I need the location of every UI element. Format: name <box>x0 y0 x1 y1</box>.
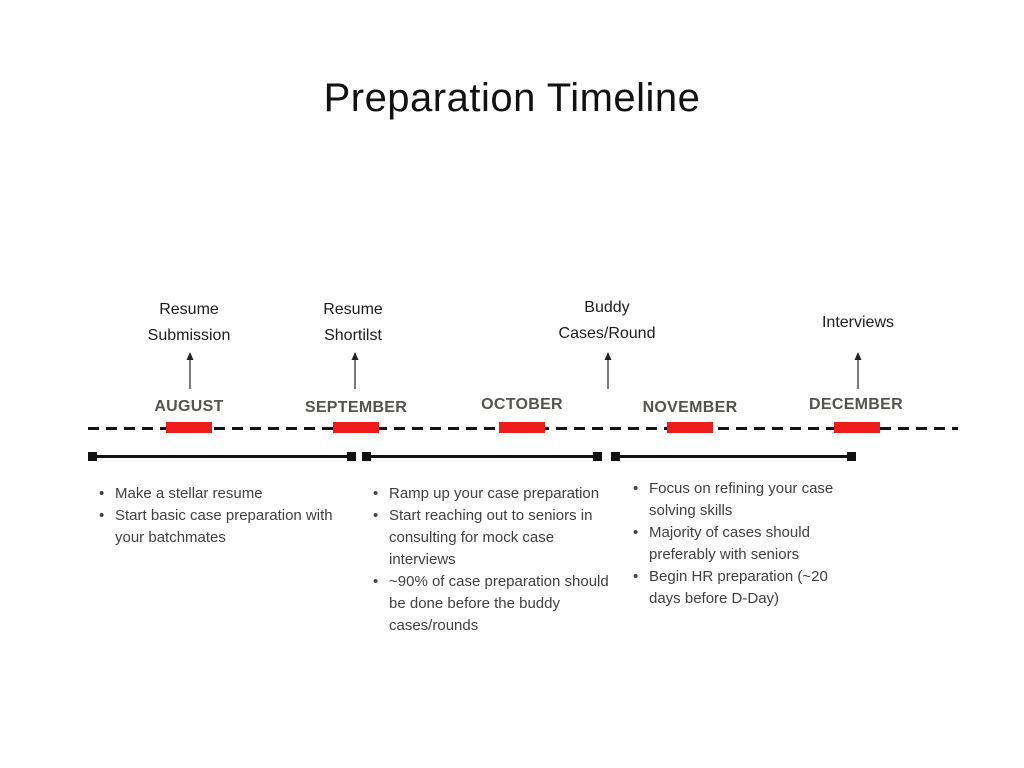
timeline-marker <box>166 422 212 433</box>
bracket-line <box>92 455 352 458</box>
phase-list-1: Make a stellar resume Start basic case p… <box>97 483 355 549</box>
phase-bracket-3 <box>611 452 856 461</box>
timeline-marker <box>667 422 713 433</box>
list-item: Focus on refining your case solving skil… <box>631 478 863 522</box>
month-label-september: SEPTEMBER <box>304 399 408 416</box>
event-label-line: Buddy <box>584 299 630 316</box>
up-arrow-icon <box>186 352 194 389</box>
timeline-marker <box>499 422 545 433</box>
bracket-endpoint-icon <box>611 452 620 461</box>
phase-bracket-1 <box>88 452 356 461</box>
list-item: Start reaching out to seniors in consult… <box>371 505 613 571</box>
list-item: Majority of cases should preferably with… <box>631 522 863 566</box>
bracket-line <box>615 455 852 458</box>
list-item: ~90% of case preparation should be done … <box>371 571 613 637</box>
timeline-marker <box>834 422 880 433</box>
event-label-interviews: Interviews <box>822 310 894 336</box>
phase-bracket-2 <box>362 452 602 461</box>
event-label-line: Resume <box>159 301 219 318</box>
event-label-buddy-cases: Buddy Cases/Round <box>559 295 656 347</box>
month-label-august: AUGUST <box>154 398 224 415</box>
bracket-endpoint-icon <box>347 452 356 461</box>
list-item: Ramp up your case preparation <box>371 483 613 505</box>
event-label-resume-shortilst: Resume Shortilst <box>323 297 383 349</box>
up-arrow-icon <box>604 352 612 389</box>
bracket-line <box>366 455 598 458</box>
list-item: Begin HR preparation (~20 days before D-… <box>631 566 863 610</box>
list-item: Make a stellar resume <box>97 483 355 505</box>
bracket-endpoint-icon <box>88 452 97 461</box>
up-arrow-icon <box>854 352 862 389</box>
list-item: Start basic case preparation with your b… <box>97 505 355 549</box>
up-arrow-icon <box>351 352 359 389</box>
month-label-november: NOVEMBER <box>642 399 738 416</box>
event-label-line: Cases/Round <box>558 325 656 342</box>
event-label-line: Resume <box>323 301 383 318</box>
event-label-line: Submission <box>147 327 231 344</box>
page-title: Preparation Timeline <box>323 76 701 120</box>
event-label-resume-submission: Resume Submission <box>148 297 231 349</box>
month-label-october: OCTOBER <box>481 396 563 413</box>
month-label-december: DECEMBER <box>809 396 903 413</box>
phase-list-2: Ramp up your case preparation Start reac… <box>371 483 613 637</box>
bracket-endpoint-icon <box>362 452 371 461</box>
timeline-marker <box>333 422 379 433</box>
event-label-line: Shortilst <box>324 327 382 344</box>
event-label-line: Interviews <box>821 314 895 331</box>
phase-list-3: Focus on refining your case solving skil… <box>631 478 863 610</box>
bracket-endpoint-icon <box>593 452 602 461</box>
bracket-endpoint-icon <box>847 452 856 461</box>
